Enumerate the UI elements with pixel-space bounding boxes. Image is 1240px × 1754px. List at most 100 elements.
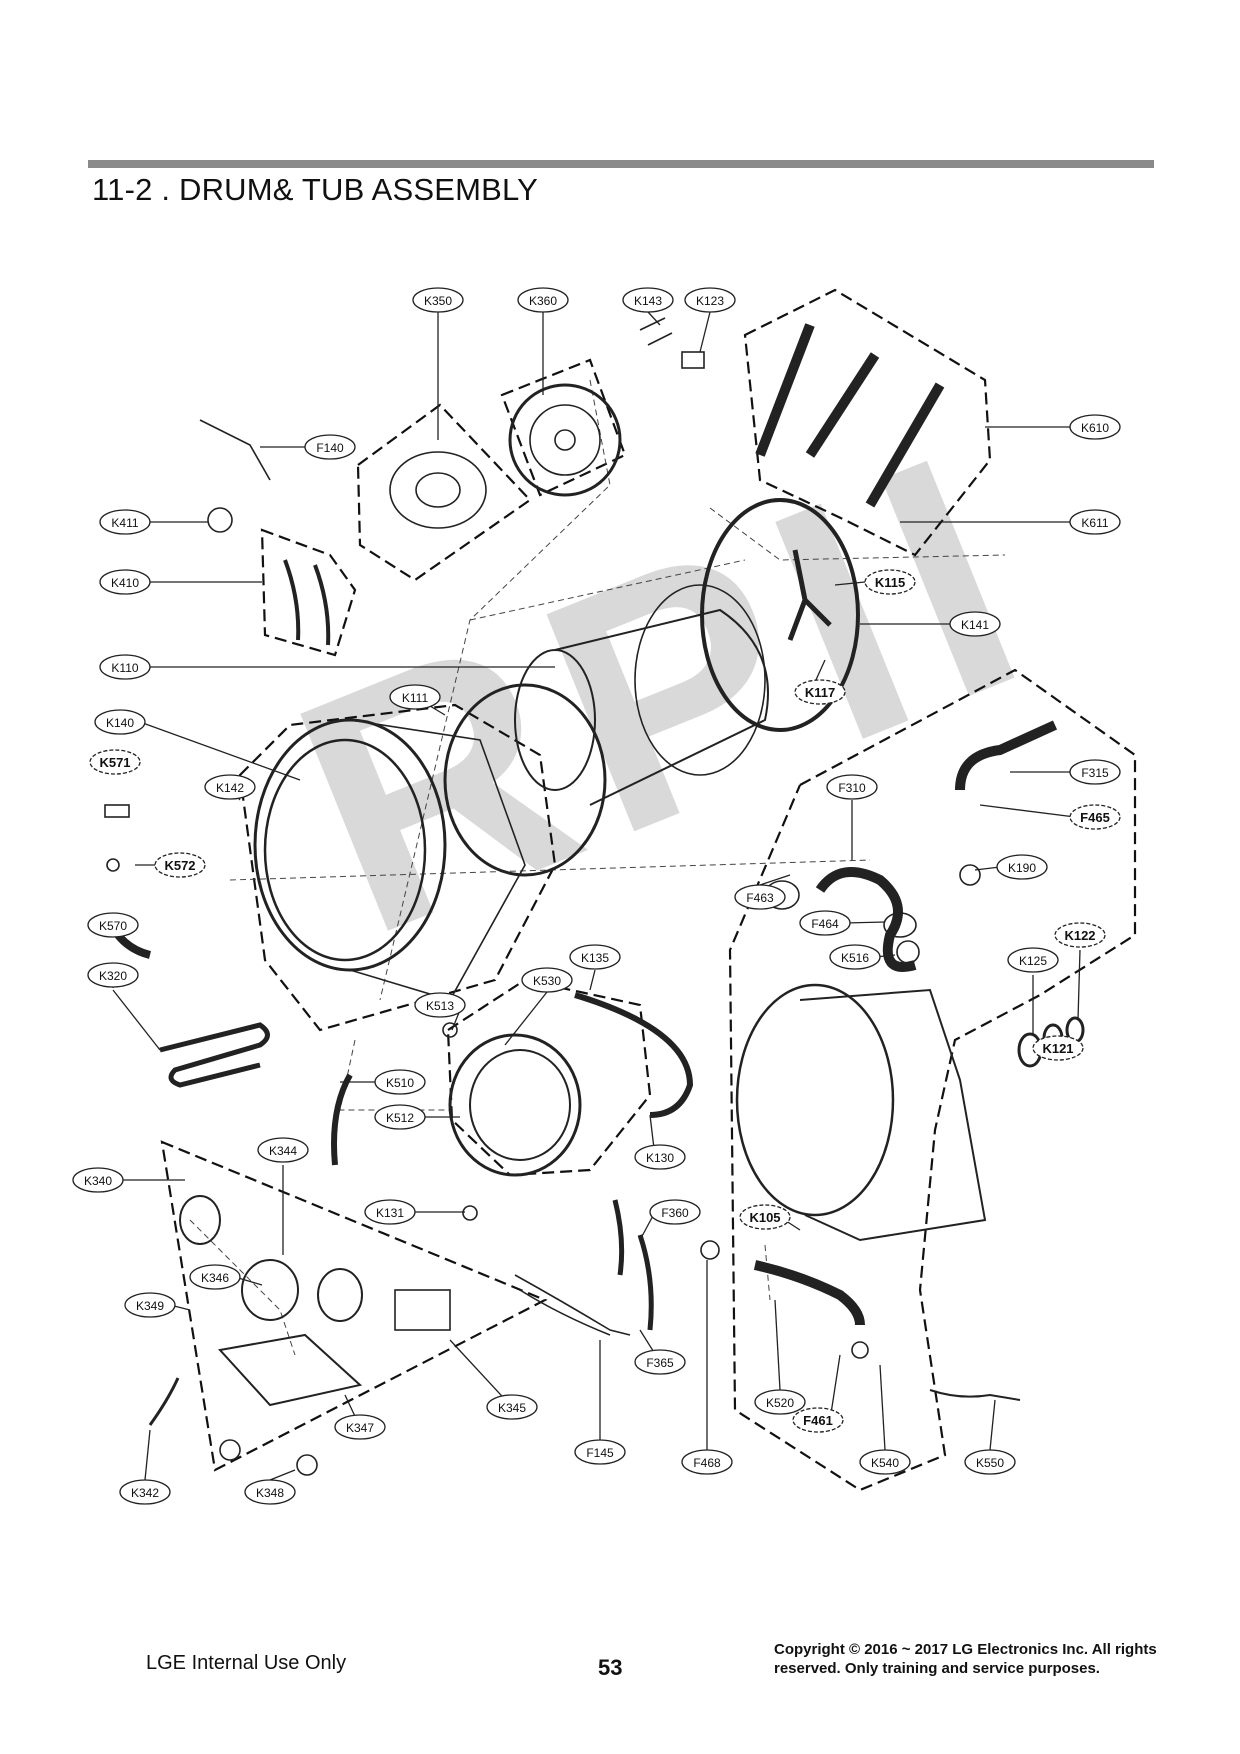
callout-k572: K572 — [154, 852, 206, 878]
k320-heater — [159, 1022, 270, 1088]
page-title: 11-2 . DRUM& TUB ASSEMBLY — [92, 172, 539, 207]
callout-bubble — [486, 1394, 538, 1420]
leader-line — [774, 1299, 781, 1391]
callout-bubble — [1069, 804, 1121, 830]
k572-screw — [106, 858, 120, 872]
callout-bubble — [574, 1439, 626, 1465]
leader-line — [844, 921, 886, 924]
callout-bubble — [1032, 1035, 1084, 1061]
callout-f140: F140 — [304, 434, 356, 460]
callout-k611: K611 — [1069, 509, 1121, 535]
callout-bubble — [119, 1479, 171, 1505]
f360-hose — [612, 1199, 625, 1276]
callout-label: K131 — [376, 1206, 404, 1220]
callout-k340: K340 — [72, 1167, 124, 1193]
callout-label: K410 — [111, 576, 139, 590]
callout-k117: K117 — [794, 679, 846, 705]
k411-clip — [207, 507, 233, 533]
k123-bolt — [681, 351, 705, 369]
callout-label: K510 — [386, 1076, 414, 1090]
leader-line — [974, 866, 1001, 871]
callout-label: K142 — [216, 781, 244, 795]
construction-line — [709, 507, 1006, 561]
callout-k520: K520 — [754, 1389, 806, 1415]
callout-label: K130 — [646, 1151, 674, 1165]
leader-line — [829, 1354, 841, 1421]
callout-label: K411 — [111, 516, 138, 530]
callout-k111: K111 — [389, 684, 441, 710]
callout-k110: K110 — [99, 654, 151, 680]
callout-k345: K345 — [486, 1394, 538, 1420]
k360-group-boundary — [500, 358, 627, 497]
callout-bubble — [864, 569, 916, 595]
callout-label: K105 — [749, 1210, 780, 1225]
k340-pump — [179, 1195, 221, 1245]
callout-label: K347 — [346, 1421, 374, 1435]
f360-hose — [637, 1234, 654, 1331]
callout-k510: K510 — [374, 1069, 426, 1095]
callout-bubble — [374, 1104, 426, 1130]
k348-nut — [219, 1439, 241, 1461]
callout-k143: K143 — [622, 287, 674, 313]
callout-bubble — [364, 1199, 416, 1225]
callout-label: K611 — [1081, 516, 1108, 530]
callout-bubble — [792, 1407, 844, 1433]
f315-hose — [955, 720, 1058, 791]
callout-label: K121 — [1042, 1041, 1073, 1056]
callout-bubble — [799, 910, 851, 936]
callout-bubble — [826, 774, 878, 800]
f140-harness — [199, 419, 271, 481]
leader-line — [144, 1429, 151, 1481]
k110-drum-body — [554, 608, 769, 806]
callout-bubble — [154, 852, 206, 878]
callout-bubble — [649, 1199, 701, 1225]
f464-clamp — [883, 912, 917, 938]
callout-bubble — [681, 1449, 733, 1475]
callout-bubble — [521, 967, 573, 993]
callout-bubble — [517, 287, 569, 313]
k510-hose — [331, 1073, 353, 1166]
callout-bubble — [684, 287, 736, 313]
callout-label: K141 — [961, 618, 989, 632]
callout-label: K117 — [805, 685, 835, 700]
k140-tub-front-body — [349, 719, 526, 1001]
callout-bubble — [829, 944, 881, 970]
callout-label: F360 — [661, 1206, 689, 1220]
callout-k131: K131 — [364, 1199, 416, 1225]
callout-bubble — [99, 569, 151, 595]
callout-label: K135 — [581, 951, 609, 965]
callout-bubble — [1054, 922, 1106, 948]
callout-label: K513 — [426, 999, 454, 1013]
callout-k346: K346 — [189, 1264, 241, 1290]
callout-k123: K123 — [684, 287, 736, 313]
k105-rear-tub-body — [799, 988, 987, 1242]
k141-ring — [700, 498, 860, 732]
callout-bubble — [374, 1069, 426, 1095]
callout-bubble — [99, 509, 151, 535]
callout-k530: K530 — [521, 967, 573, 993]
callout-k348: K348 — [244, 1479, 296, 1505]
callout-k105: K105 — [739, 1204, 791, 1230]
callout-label: K346 — [201, 1271, 229, 1285]
callout-label: F365 — [646, 1356, 674, 1370]
callout-k130: K130 — [634, 1144, 686, 1170]
callout-label: F140 — [316, 441, 344, 455]
callout-bubble — [1069, 509, 1121, 535]
callout-bubble — [257, 1137, 309, 1163]
rear-tub-group-boundary — [728, 668, 1137, 1492]
callout-label: K140 — [106, 716, 134, 730]
callout-label: K349 — [136, 1299, 164, 1313]
leader-line — [269, 1469, 296, 1481]
callout-k121: K121 — [1032, 1035, 1084, 1061]
callout-bubble — [569, 944, 621, 970]
callout-k512: K512 — [374, 1104, 426, 1130]
header-rule — [88, 160, 1154, 168]
leader-line — [1077, 949, 1081, 1021]
callout-bubble — [734, 884, 786, 910]
callout-k360: K360 — [517, 287, 569, 313]
k347-sump-cover — [218, 1333, 363, 1407]
callout-bubble — [87, 912, 139, 938]
callout-bubble — [739, 1204, 791, 1230]
callout-bubble — [89, 749, 141, 775]
